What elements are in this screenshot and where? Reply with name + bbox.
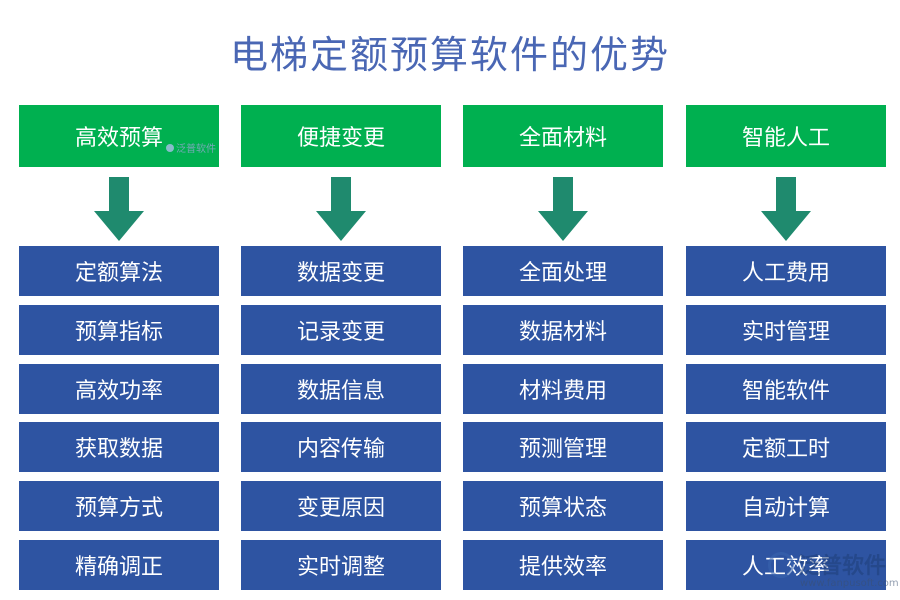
list-item: 材料费用 <box>463 364 663 414</box>
list-item: 记录变更 <box>241 305 441 355</box>
watermark-small: 泛普软件 <box>166 140 216 155</box>
list-item: 数据变更 <box>241 246 441 296</box>
list-item: 数据信息 <box>241 364 441 414</box>
list-item: 预算指标 <box>19 305 219 355</box>
watermark-large: 泛普软件 www.fanpusoft.com <box>768 548 899 598</box>
page-title: 电梯定额预算软件的优势 <box>229 33 670 77</box>
list-item: 智能软件 <box>686 364 886 414</box>
list-item: 实时调整 <box>241 540 441 590</box>
list-item: 预测管理 <box>463 422 663 472</box>
list-item: 全面处理 <box>463 246 663 296</box>
list-item: 实时管理 <box>686 305 886 355</box>
column-efficient-budget: 高效预算 定额算法 预算指标 高效功率 获取数据 预算方式 精确调正 <box>19 0 219 600</box>
list-item: 预算方式 <box>19 481 219 531</box>
list-item: 获取数据 <box>19 422 219 472</box>
list-item: 定额算法 <box>19 246 219 296</box>
watermark-url: www.fanpusoft.com <box>800 578 899 589</box>
column-header: 智能人工 <box>686 105 886 167</box>
column-header: 便捷变更 <box>241 105 441 167</box>
down-arrow-icon <box>94 177 144 241</box>
list-item: 提供效率 <box>463 540 663 590</box>
list-item: 内容传输 <box>241 422 441 472</box>
column-header: 全面材料 <box>463 105 663 167</box>
watermark-text: 泛普软件 <box>798 554 887 579</box>
list-item: 预算状态 <box>463 481 663 531</box>
column-smart-labor: 智能人工 人工费用 实时管理 智能软件 定额工时 自动计算 人工效率 <box>686 0 886 600</box>
column-header: 高效预算 <box>19 105 219 167</box>
list-item: 变更原因 <box>241 481 441 531</box>
list-item: 人工费用 <box>686 246 886 296</box>
list-item: 自动计算 <box>686 481 886 531</box>
watermark-small-text: 泛普软件 <box>176 144 216 155</box>
list-item: 高效功率 <box>19 364 219 414</box>
list-item: 数据材料 <box>463 305 663 355</box>
down-arrow-icon <box>538 177 588 241</box>
watermark-logo-icon <box>768 552 794 578</box>
down-arrow-icon <box>761 177 811 241</box>
column-convenient-change: 便捷变更 数据变更 记录变更 数据信息 内容传输 变更原因 实时调整 <box>241 0 441 600</box>
watermark-logo-icon <box>166 143 174 152</box>
list-item: 定额工时 <box>686 422 886 472</box>
list-item: 精确调正 <box>19 540 219 590</box>
down-arrow-icon <box>316 177 366 241</box>
column-full-materials: 全面材料 全面处理 数据材料 材料费用 预测管理 预算状态 提供效率 <box>463 0 663 600</box>
